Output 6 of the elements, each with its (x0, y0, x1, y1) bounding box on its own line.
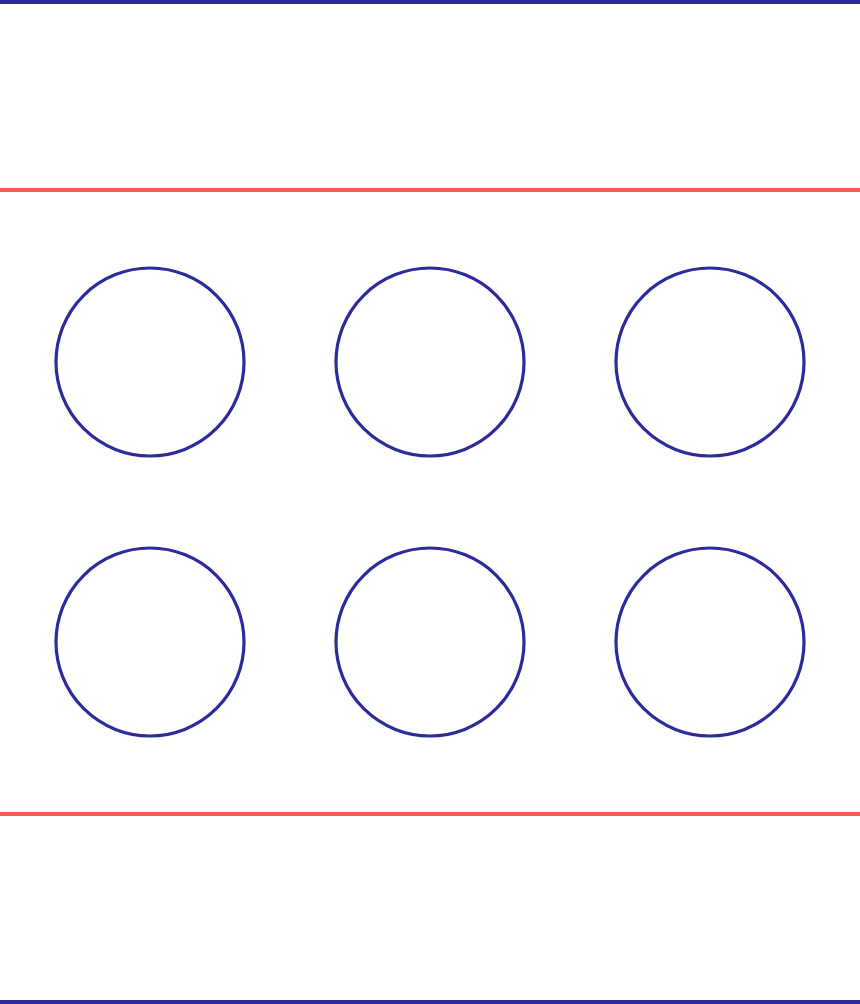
circle-shape (54, 546, 246, 738)
circle-shape (334, 266, 526, 458)
circle-shape (614, 546, 806, 738)
circle-shape (54, 266, 246, 458)
circle-shape (614, 266, 806, 458)
circle-shape (334, 546, 526, 738)
